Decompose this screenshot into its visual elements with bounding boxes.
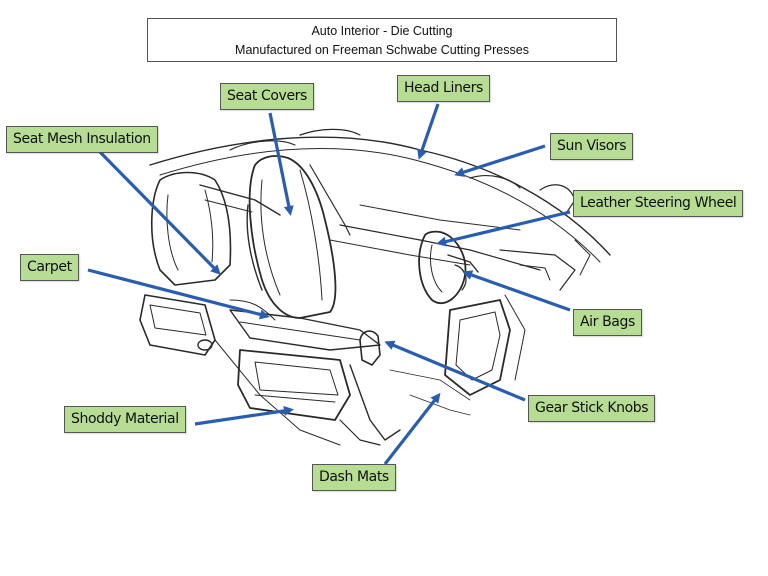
label-seat-mesh-insulation: Seat Mesh Insulation: [6, 126, 158, 153]
arrow-gear-stick-knobs: [384, 340, 526, 402]
title-box: Auto Interior - Die Cutting Manufactured…: [147, 18, 617, 62]
arrow-dash-mats: [383, 392, 441, 465]
label-leather-steering-wheel: Leather Steering Wheel: [573, 190, 744, 217]
arrow-head-liners: [417, 103, 440, 160]
label-gear-stick-knobs: Gear Stick Knobs: [528, 395, 656, 422]
arrow-seat-mesh-insulation: [98, 150, 221, 275]
arrow-air-bags: [462, 270, 571, 312]
title-line-2: Manufactured on Freeman Schwabe Cutting …: [235, 43, 529, 57]
arrow-carpet: [87, 268, 270, 320]
label-dash-mats: Dash Mats: [312, 464, 396, 491]
car-interior-sketch: [139, 128, 611, 446]
title-line-1: Auto Interior - Die Cutting: [311, 24, 453, 38]
label-air-bags: Air Bags: [573, 309, 642, 336]
label-seat-covers: Seat Covers: [220, 83, 314, 110]
label-carpet: Carpet: [20, 254, 79, 281]
label-sun-visors: Sun Visors: [550, 133, 634, 160]
arrow-seat-covers: [268, 112, 294, 216]
label-shoddy-material: Shoddy Material: [64, 406, 186, 433]
arrow-sun-visors: [454, 144, 546, 177]
pointer-arrows: [87, 103, 571, 465]
arrow-shoddy-material: [194, 405, 294, 426]
arrow-leather-steering-wheel: [436, 210, 571, 247]
label-head-liners: Head Liners: [397, 75, 490, 102]
